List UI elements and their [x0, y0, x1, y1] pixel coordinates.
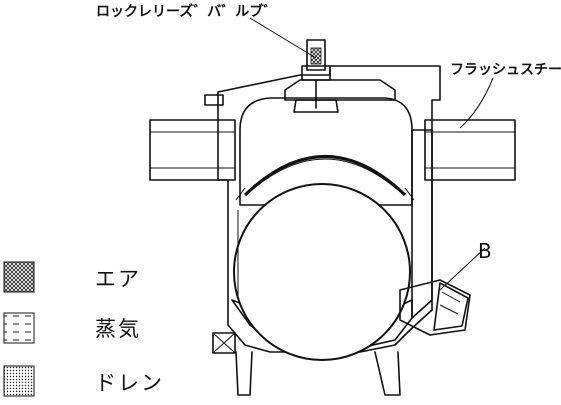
label-point-b: B — [478, 239, 492, 263]
legend: エア 蒸気 ドレン — [3, 261, 164, 397]
valve-cap — [306, 39, 326, 71]
steam-trap-body — [149, 39, 516, 396]
label-flash-steam: フラッシュスチーム — [450, 62, 561, 78]
leader-lines — [249, 17, 494, 291]
leader-point-b — [439, 247, 486, 291]
legend-swatch-steam — [3, 312, 35, 344]
legend-swatch-air — [3, 261, 35, 293]
cover — [284, 79, 396, 101]
legend-label-steam: 蒸気 — [95, 317, 141, 341]
dome-element — [243, 155, 407, 197]
main-casing — [217, 65, 441, 353]
leader-flash-steam — [459, 77, 494, 129]
float-ball — [233, 183, 411, 361]
inlet-flange — [149, 119, 236, 181]
outlet-flange — [424, 119, 516, 181]
legend-label-air: エア — [95, 267, 141, 291]
orifice-assembly — [399, 279, 471, 336]
legend-label-drain: ドレン — [95, 371, 164, 395]
drain-plug — [212, 332, 236, 354]
label-lock-release-valve: ロックレリーズ゛バ゛ルブ゛ — [96, 3, 277, 20]
leader-lock-release-valve — [249, 17, 317, 59]
steam-chamber — [239, 97, 413, 206]
valve-seat — [293, 99, 339, 113]
legend-swatch-drain — [3, 365, 35, 397]
drain-pocket-right — [411, 129, 433, 319]
